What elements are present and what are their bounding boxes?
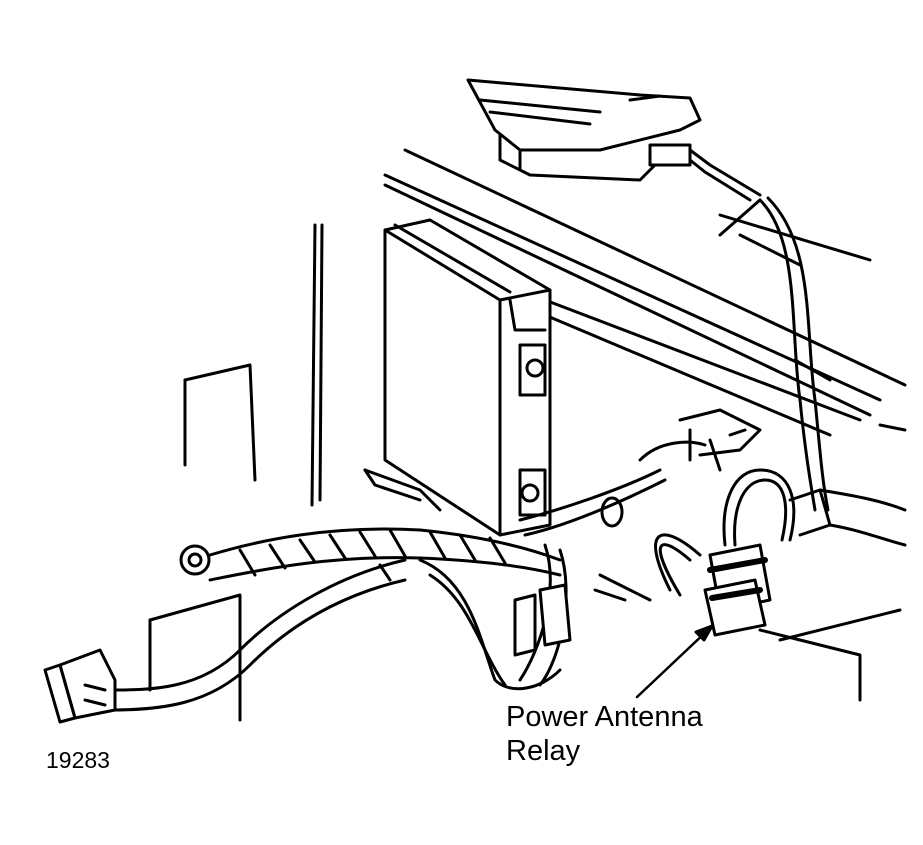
callout-line-1: Power Antenna bbox=[506, 701, 703, 733]
antenna-bracket bbox=[466, 78, 762, 202]
antenna-cable bbox=[758, 196, 832, 512]
wiring-harness bbox=[43, 527, 562, 724]
control-module bbox=[363, 218, 552, 537]
cowl-panel bbox=[383, 148, 907, 437]
figure-number: 19283 bbox=[46, 747, 110, 773]
callout-leader bbox=[635, 624, 714, 699]
wire-bundle bbox=[418, 408, 762, 691]
callout-line-2: Relay bbox=[506, 735, 581, 767]
relay-callout-label: Power Antenna Relay bbox=[506, 700, 703, 768]
fender-edge bbox=[148, 223, 324, 722]
power-antenna-relay bbox=[593, 468, 907, 702]
